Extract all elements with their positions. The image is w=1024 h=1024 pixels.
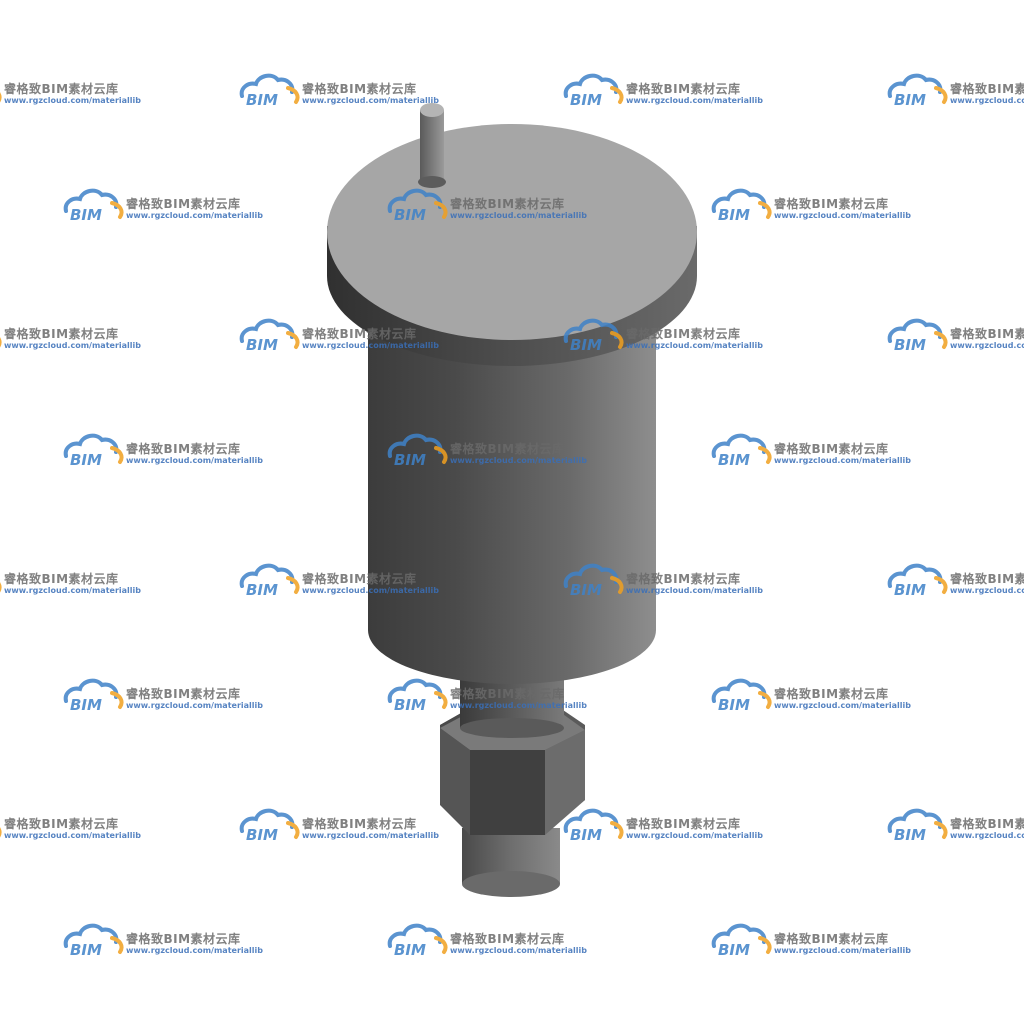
- vent-pin: [418, 103, 446, 188]
- top-cap-surface: [327, 124, 697, 340]
- bottom-pipe-stub: [462, 828, 560, 897]
